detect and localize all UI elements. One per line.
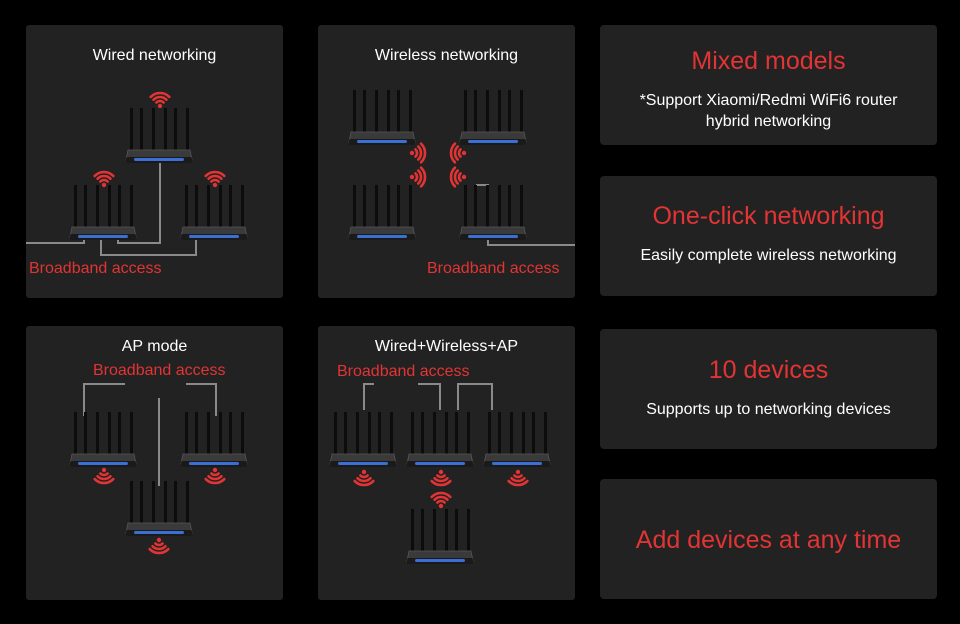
- router-icon: [69, 185, 137, 240]
- router-icon: [406, 509, 474, 564]
- wired-diagram: [26, 91, 248, 256]
- wireless-diagram: [348, 90, 575, 246]
- feature-desc: Easily complete wireless networking: [640, 247, 897, 264]
- wifi-signal-icon: [148, 537, 170, 555]
- broadband-label: Broadband access: [29, 260, 162, 277]
- wifi-signal-icon: [353, 469, 375, 487]
- feature-card-add-devices: Add devices at any time: [600, 479, 937, 599]
- broadband-label: Broadband access: [93, 362, 226, 379]
- wifi-signal-icon: [204, 170, 226, 188]
- router-icon: [348, 185, 416, 240]
- wifi-signal-icon: [449, 166, 467, 188]
- wired-wireless-ap-panel: Wired+Wireless+AP Broadband access: [318, 326, 575, 600]
- feature-card-mixed-models: Mixed models *Support Xiaomi/Redmi WiFi6…: [600, 25, 937, 145]
- wifi-signal-icon: [430, 469, 452, 487]
- feature-title: 10 devices: [708, 356, 829, 384]
- router-icon: [459, 185, 527, 240]
- feature-desc-line2: hybrid networking: [705, 113, 832, 130]
- router-icon: [483, 412, 551, 467]
- panel-title: Wired+Wireless+AP: [374, 338, 519, 355]
- router-icon: [69, 412, 137, 467]
- wifi-signal-icon: [93, 467, 115, 485]
- broadband-label: Broadband access: [337, 363, 470, 380]
- router-icon: [329, 412, 397, 467]
- feature-title: Add devices at any time: [635, 526, 902, 554]
- panel-title: Wired networking: [92, 47, 217, 64]
- router-icon: [348, 90, 416, 145]
- ap-mode-panel: AP mode Broadband access: [26, 326, 283, 600]
- wifi-signal-icon: [507, 469, 529, 487]
- wifi-signal-icon: [93, 170, 115, 188]
- combo-diagram: [329, 383, 551, 564]
- feature-title: Mixed models: [691, 47, 846, 75]
- wired-networking-panel: Wired networking Broadband access: [26, 25, 283, 298]
- router-icon: [180, 185, 248, 240]
- wifi-signal-icon: [204, 467, 226, 485]
- wifi-signal-icon: [449, 142, 467, 164]
- router-icon: [459, 90, 527, 145]
- wifi-signal-icon: [409, 142, 427, 164]
- broadband-label: Broadband access: [427, 260, 560, 277]
- feature-desc-line1: *Support Xiaomi/Redmi WiFi6 router: [639, 92, 898, 109]
- feature-card-one-click: One-click networking Easily complete wir…: [600, 176, 937, 296]
- wifi-signal-icon: [430, 491, 452, 509]
- feature-desc: Supports up to networking devices: [646, 401, 891, 418]
- panel-title: AP mode: [121, 338, 188, 355]
- wifi-signal-icon: [409, 166, 427, 188]
- feature-card-10-devices: 10 devices Supports up to networking dev…: [600, 329, 937, 449]
- router-icon: [180, 412, 248, 467]
- router-icon: [125, 481, 193, 536]
- ap-diagram: [69, 383, 248, 555]
- router-icon: [125, 108, 193, 163]
- router-icon: [406, 412, 474, 467]
- panel-title: Wireless networking: [374, 47, 519, 64]
- wireless-networking-panel: Wireless networking Broadband access: [318, 25, 575, 298]
- feature-title: One-click networking: [652, 202, 885, 230]
- wifi-signal-icon: [149, 91, 171, 109]
